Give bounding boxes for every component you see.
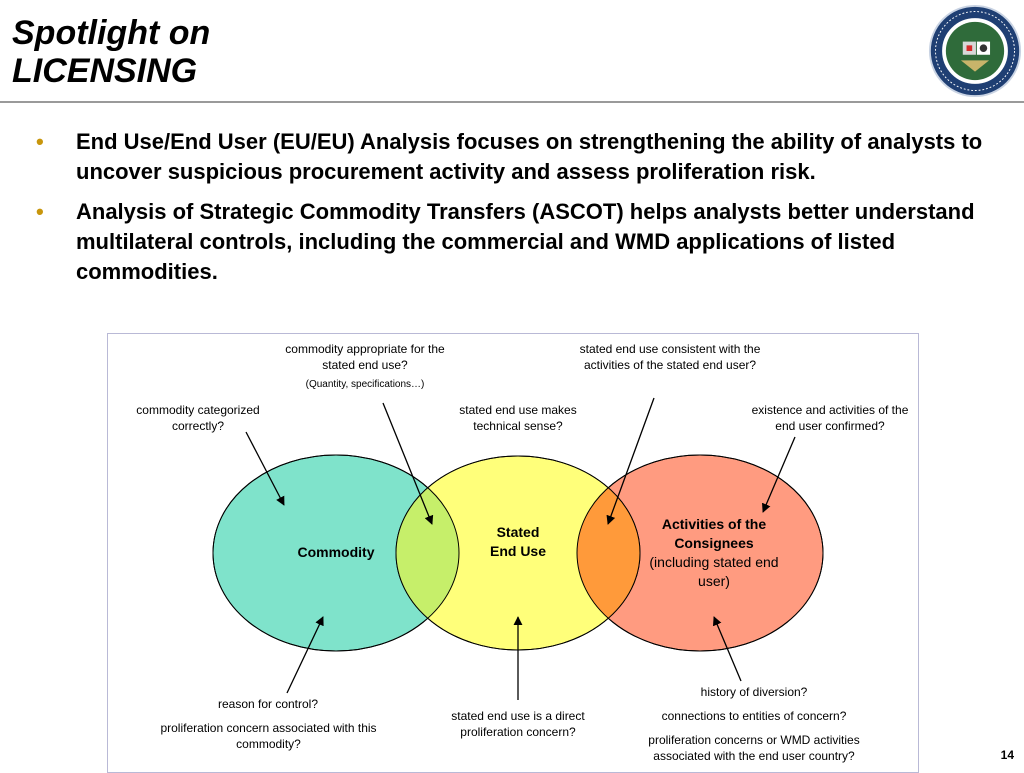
program-seal-logo	[928, 4, 1022, 98]
title-line-2: LICENSING	[12, 52, 198, 90]
arrow-categorized	[245, 431, 285, 506]
arrow-existence	[762, 436, 796, 513]
bullet-item: • End Use/End User (EU/EU) Analysis focu…	[36, 127, 986, 187]
bullet-item: • Analysis of Strategic Commodity Transf…	[36, 197, 986, 287]
label-country: proliferation concerns or WMD activities…	[648, 733, 860, 763]
title-line-1: Spotlight on	[12, 14, 211, 52]
label-existence: existence and activities of the end user…	[751, 403, 909, 433]
label-diversion: history of diversion?	[700, 685, 808, 699]
label-consistent: stated end use consistent with the activ…	[579, 342, 761, 372]
label-direct-concern: stated end use is a direct proliferation…	[451, 709, 585, 739]
arrow-control-reason	[286, 616, 324, 694]
bullet-text: Analysis of Strategic Commodity Transfer…	[76, 199, 975, 284]
bullet-list: • End Use/End User (EU/EU) Analysis focu…	[36, 127, 986, 297]
label-entities: connections to entities of concern?	[661, 709, 847, 723]
slide-title: Spotlight on LICENSING	[12, 14, 210, 90]
arrow-diversion	[712, 616, 742, 682]
label-technical: stated end use makes technical sense?	[459, 403, 577, 433]
label-appropriate: commodity appropriate for the stated end…	[285, 342, 445, 372]
consignees-title: Activities of the Consignees	[661, 516, 767, 551]
arrow-consistent	[606, 397, 655, 525]
label-categorized: commodity categorized correctly?	[136, 403, 260, 433]
label-control-reason: reason for control?	[217, 697, 319, 711]
label-appropriate-sub: (Quantity, specifications…)	[305, 379, 425, 390]
page-number: 14	[1000, 748, 1014, 762]
consignees-subtitle: (including stated end user)	[649, 554, 779, 589]
bullet-dot-icon: •	[36, 129, 44, 154]
label-prolif-concern: proliferation concern associated with th…	[160, 721, 377, 751]
header-divider	[0, 101, 1024, 103]
bullet-dot-icon: •	[36, 199, 44, 224]
arrow-appropriate	[382, 402, 434, 525]
commodity-label: Commodity	[297, 544, 375, 560]
consignees-label: Activities of the Consignees (including …	[645, 515, 783, 591]
stated-end-use-label: Stated End Use	[489, 524, 546, 559]
bullet-text: End Use/End User (EU/EU) Analysis focuse…	[76, 129, 983, 184]
